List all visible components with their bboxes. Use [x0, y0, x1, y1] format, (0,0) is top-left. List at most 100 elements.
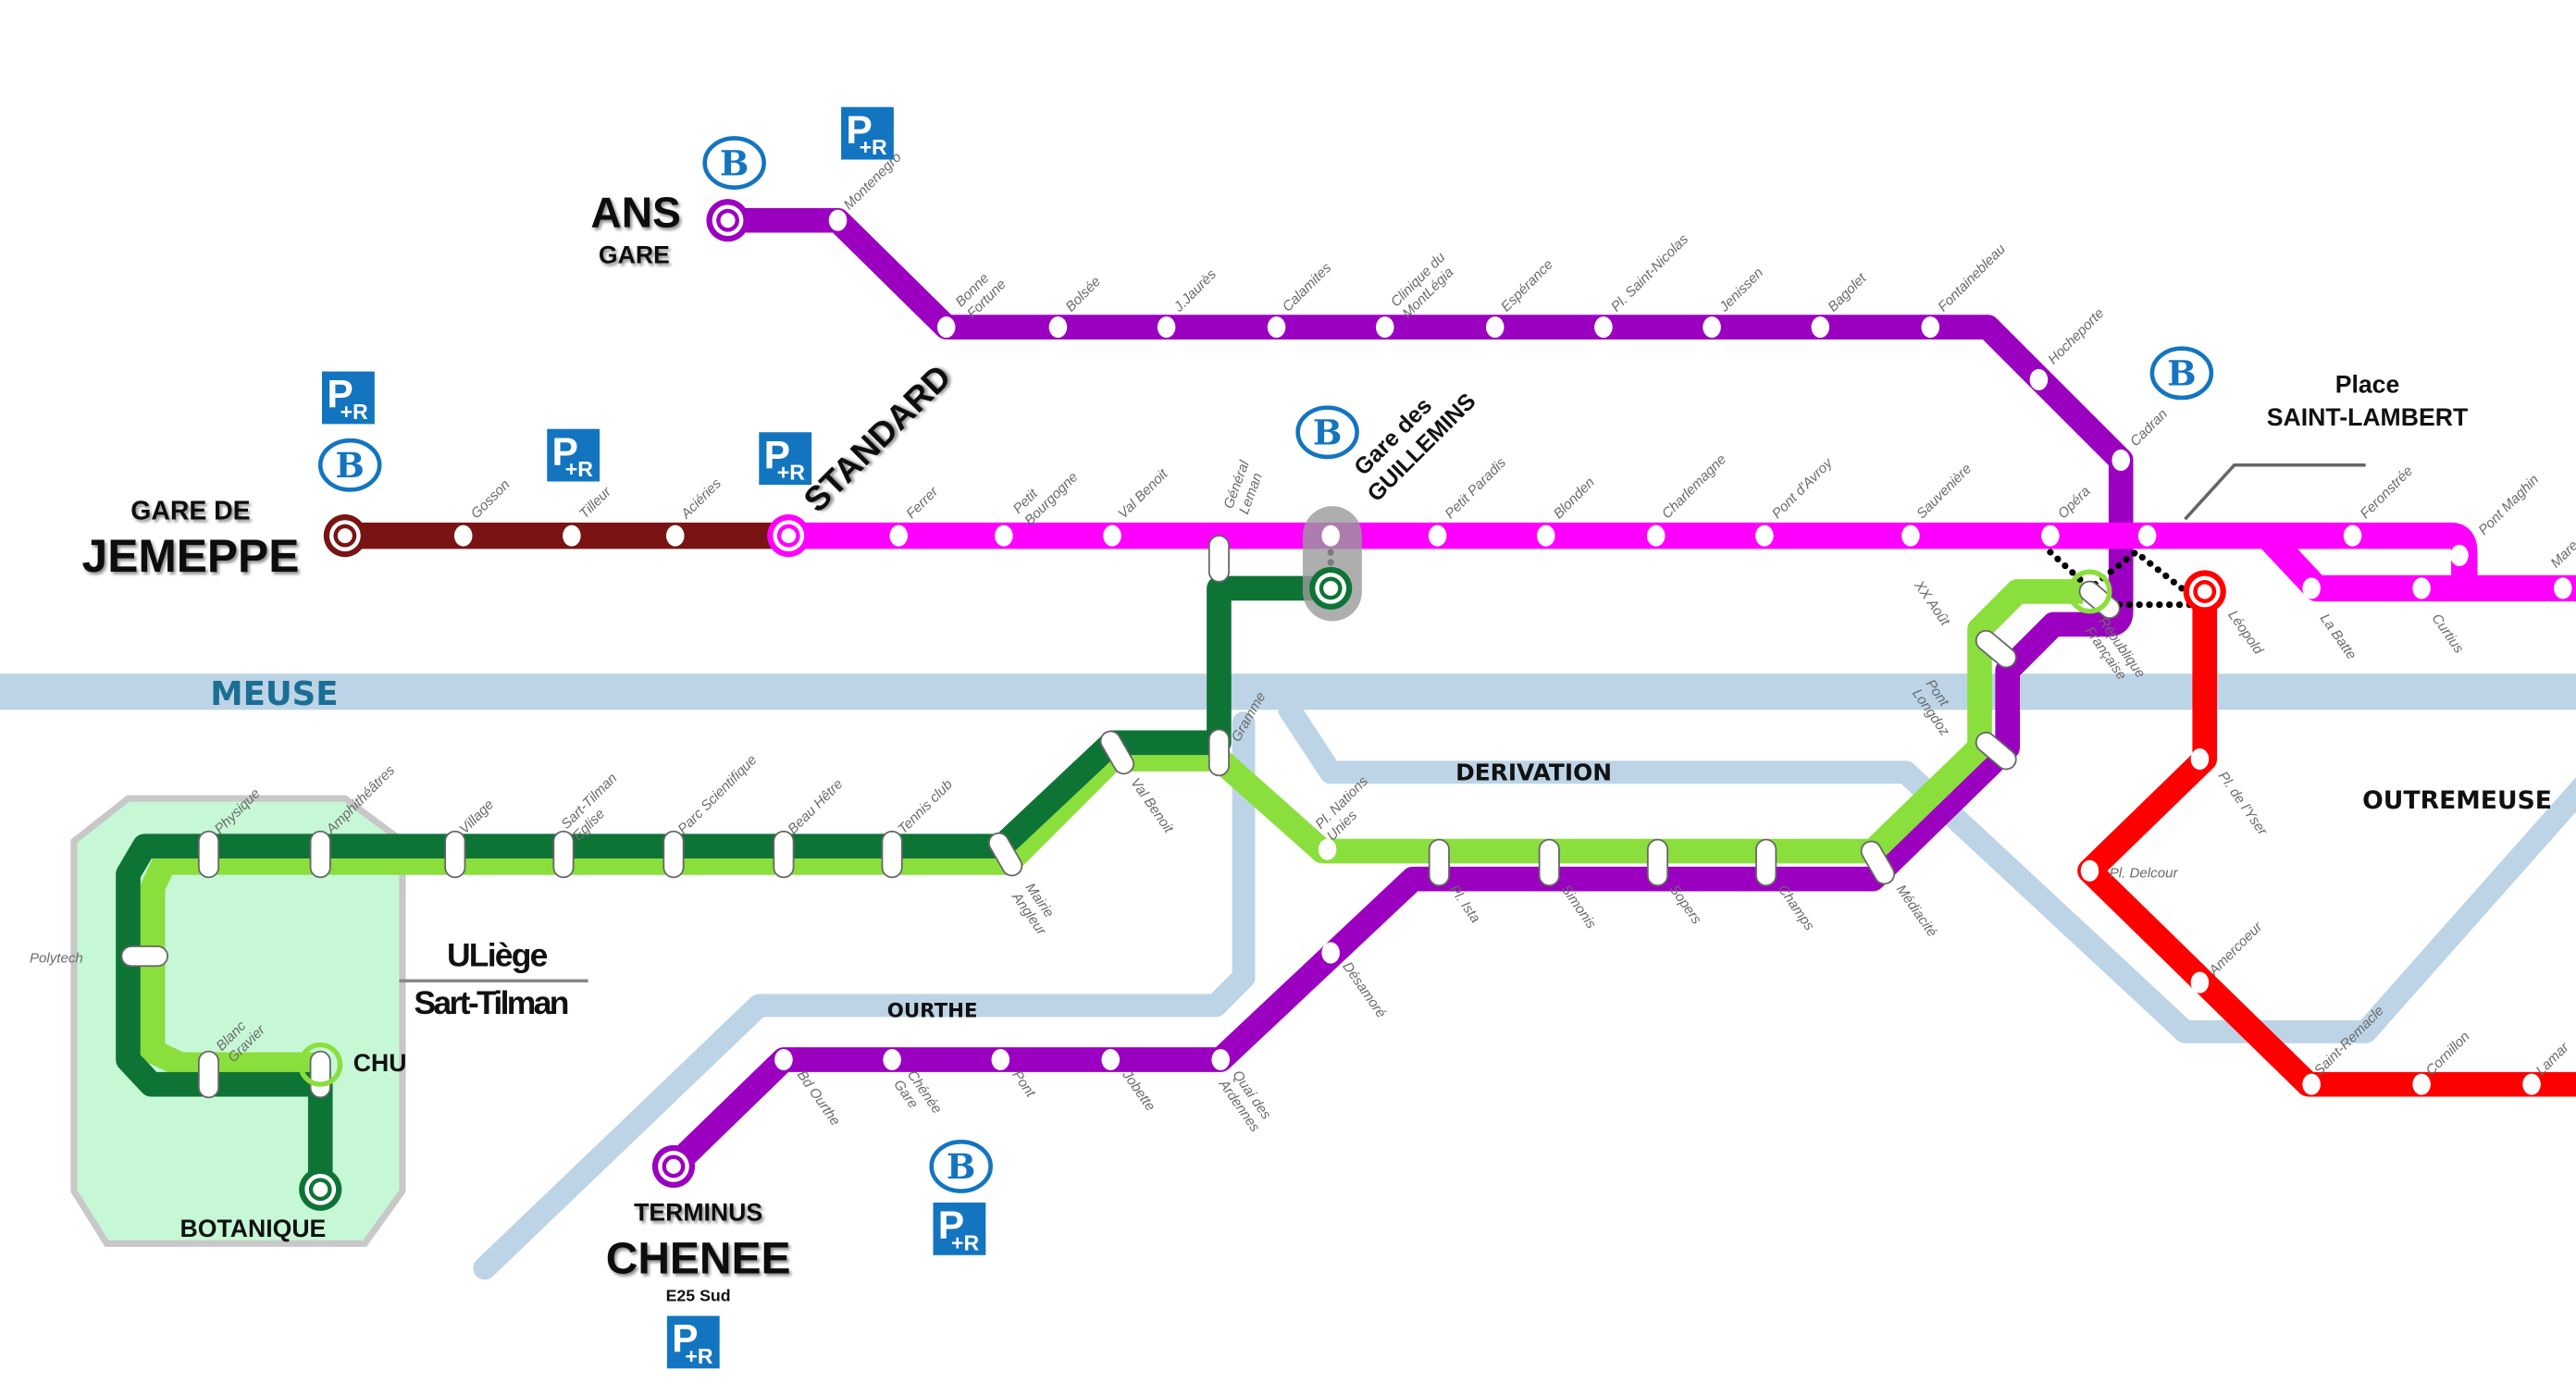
station-label: Aciéries [677, 475, 724, 523]
terminus-station[interactable] [299, 1167, 342, 1211]
station-stop[interactable] [1267, 316, 1286, 339]
station-stop[interactable] [2412, 577, 2431, 599]
station-label: BonneFortune [952, 265, 1009, 321]
shared-station-stop[interactable] [197, 1050, 220, 1099]
station-stop[interactable] [665, 525, 685, 547]
station-stop[interactable] [2554, 577, 2572, 599]
station-label: Gosson [468, 476, 514, 522]
station-stop[interactable] [774, 1048, 793, 1071]
station-stop[interactable] [1646, 525, 1666, 547]
shared-station-stop[interactable] [197, 830, 220, 879]
station-label-line: Petit Paradis [1443, 454, 1510, 522]
station-stop[interactable] [1321, 525, 1340, 547]
shared-station-stop[interactable] [881, 830, 903, 879]
station-stop[interactable] [1901, 525, 1920, 547]
station-stop[interactable] [2112, 449, 2130, 471]
station-label-line: Pont d'Avroy [1769, 454, 1837, 522]
shared-station-stop[interactable] [1097, 728, 1137, 778]
station-label: Val Benoit [1115, 465, 1171, 522]
station-stop[interactable] [1211, 1048, 1230, 1071]
station-label-line: Calamites [1280, 260, 1335, 315]
station-label: Polytech [30, 951, 83, 967]
station-stop[interactable] [2522, 1073, 2541, 1095]
station-label: Sauvenière [1913, 461, 1975, 522]
station-stop[interactable] [2302, 577, 2321, 599]
station-stop[interactable] [1157, 316, 1176, 339]
botanique-label: BOTANIQUE [180, 1215, 327, 1242]
station-label: Petit Paradis [1443, 454, 1510, 522]
station-stop[interactable] [995, 525, 1013, 547]
shared-station-stop[interactable] [309, 830, 331, 879]
station-stop[interactable] [1321, 942, 1340, 964]
shared-station-stop[interactable] [1858, 838, 1898, 888]
station-label-line: Sauvenière [1913, 461, 1975, 522]
station-stop[interactable] [2137, 525, 2157, 547]
station-stop[interactable] [1485, 316, 1505, 339]
station-stop[interactable] [1428, 525, 1447, 547]
shared-station-stop[interactable] [1208, 535, 1230, 583]
station-stop[interactable] [563, 525, 581, 547]
station-stop[interactable] [1811, 316, 1830, 339]
station-stop[interactable] [2029, 368, 2049, 390]
station-stop[interactable] [936, 316, 956, 339]
terminus-station[interactable] [323, 514, 366, 558]
station-stop[interactable] [991, 1048, 1010, 1071]
station-label: Curtius [2428, 611, 2467, 656]
chenee-label: CHENEE [606, 1234, 791, 1283]
shared-station-stop[interactable] [309, 1050, 331, 1099]
station-stop[interactable] [2302, 1073, 2321, 1095]
station-stop[interactable] [453, 525, 473, 547]
station-stop[interactable] [1594, 316, 1613, 339]
shared-station-stop[interactable] [2075, 577, 2124, 622]
station-stop[interactable] [883, 1048, 901, 1071]
station-stop[interactable] [2190, 971, 2210, 994]
station-stop[interactable] [1703, 316, 1721, 339]
station-stop[interactable] [2343, 525, 2362, 547]
station-stop[interactable] [1375, 316, 1394, 339]
terminus-station[interactable] [706, 199, 749, 242]
station-stop[interactable] [1103, 525, 1121, 547]
terminus-station[interactable] [2183, 570, 2226, 613]
station-stop[interactable] [1101, 1048, 1121, 1071]
station-label-line: Opéra [2055, 484, 2094, 523]
station-label: Sart-TilmanEglise [558, 771, 632, 845]
shared-station-stop[interactable] [663, 830, 685, 879]
terminus-station[interactable] [767, 514, 811, 558]
shared-station-stop[interactable] [552, 830, 575, 879]
station-stop[interactable] [1048, 316, 1068, 339]
sncb-train-icon [1298, 408, 1357, 457]
station-stop[interactable] [1755, 525, 1774, 547]
shared-station-stop[interactable] [120, 945, 168, 968]
station-stop[interactable] [2190, 748, 2210, 771]
shared-station-stop[interactable] [1208, 728, 1230, 777]
station-stop[interactable] [1536, 525, 1555, 547]
shared-station-stop[interactable] [1755, 838, 1777, 887]
shared-station-stop[interactable] [985, 830, 1025, 880]
shared-station-stop[interactable] [1428, 838, 1450, 887]
station-label: Opéra [2055, 484, 2094, 523]
shared-station-stop[interactable] [1972, 626, 2020, 671]
station-label-line: Jobette [1119, 1067, 1158, 1114]
station-stop[interactable] [2041, 525, 2060, 547]
station-label: GénéralLeman [1220, 458, 1268, 516]
station-label: Feronstrée [2358, 463, 2417, 523]
shared-station-stop[interactable] [1646, 838, 1669, 887]
station-stop[interactable] [828, 209, 848, 231]
station-stop[interactable] [2450, 544, 2469, 566]
terminus-station[interactable] [1309, 566, 1353, 611]
station-stop[interactable] [1318, 838, 1337, 860]
shared-station-stop[interactable] [1538, 838, 1560, 887]
shared-station-stop[interactable] [1972, 729, 2020, 773]
station-label-line: Beau Hêtre [785, 776, 846, 837]
sart-tilman-label: Sart-Tilman [414, 984, 567, 1021]
shared-station-stop[interactable] [773, 830, 795, 879]
station-stop[interactable] [2412, 1073, 2431, 1095]
station-stop[interactable] [889, 525, 908, 547]
terminus-station[interactable] [651, 1144, 696, 1188]
station-stop[interactable] [2080, 859, 2099, 882]
shared-station-stop[interactable] [444, 830, 466, 879]
ans-label: ANS [590, 188, 680, 236]
station-label: Amercoeur [2205, 919, 2266, 980]
station-stop[interactable] [1921, 316, 1939, 339]
station-label-line: Cornillon [2423, 1029, 2473, 1079]
